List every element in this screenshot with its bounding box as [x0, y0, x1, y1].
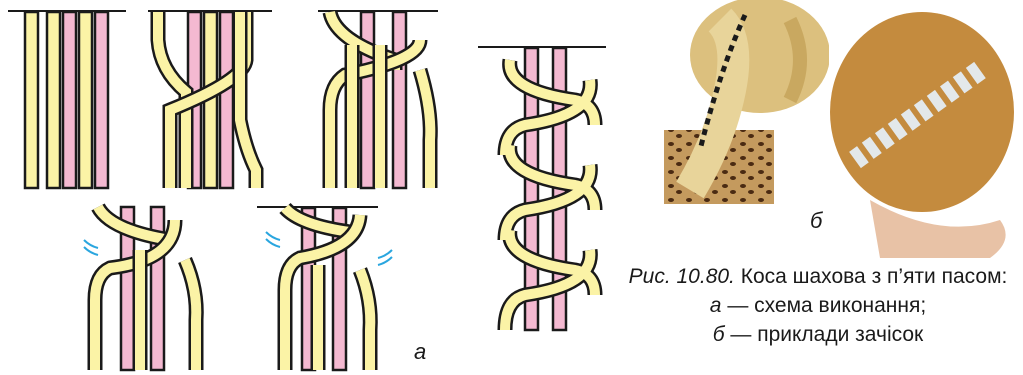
final-braid-diagram: [478, 47, 606, 330]
caption-part-b-text: — приклади зачісок: [730, 323, 923, 346]
figure-caption: Рис. 10.80. Коса шахова з п’яти пасом: а…: [618, 262, 1018, 349]
caption-part-a-text: — схема виконання;: [727, 294, 926, 317]
step-1-diagram: [8, 11, 126, 188]
arrow-icon: [266, 232, 280, 247]
caption-part-a-letter: а: [710, 294, 722, 317]
caption-part-b-letter: б: [713, 323, 725, 346]
arrow-icon: [378, 250, 392, 265]
caption-prefix: Рис. 10.80.: [629, 265, 735, 288]
hairstyle-photo-2: [829, 0, 1023, 258]
hairstyle-photo-1: [664, 0, 830, 204]
step-2-diagram: [148, 11, 272, 188]
arrow-icon: [84, 240, 98, 255]
step-5-diagram: [257, 207, 392, 370]
caption-title: Коса шахова з п’яти пасом:: [741, 265, 1008, 288]
label-b: б: [810, 208, 822, 234]
step-3-diagram: [318, 11, 438, 188]
label-a: а: [414, 339, 426, 365]
step-4-diagram: [84, 207, 196, 370]
